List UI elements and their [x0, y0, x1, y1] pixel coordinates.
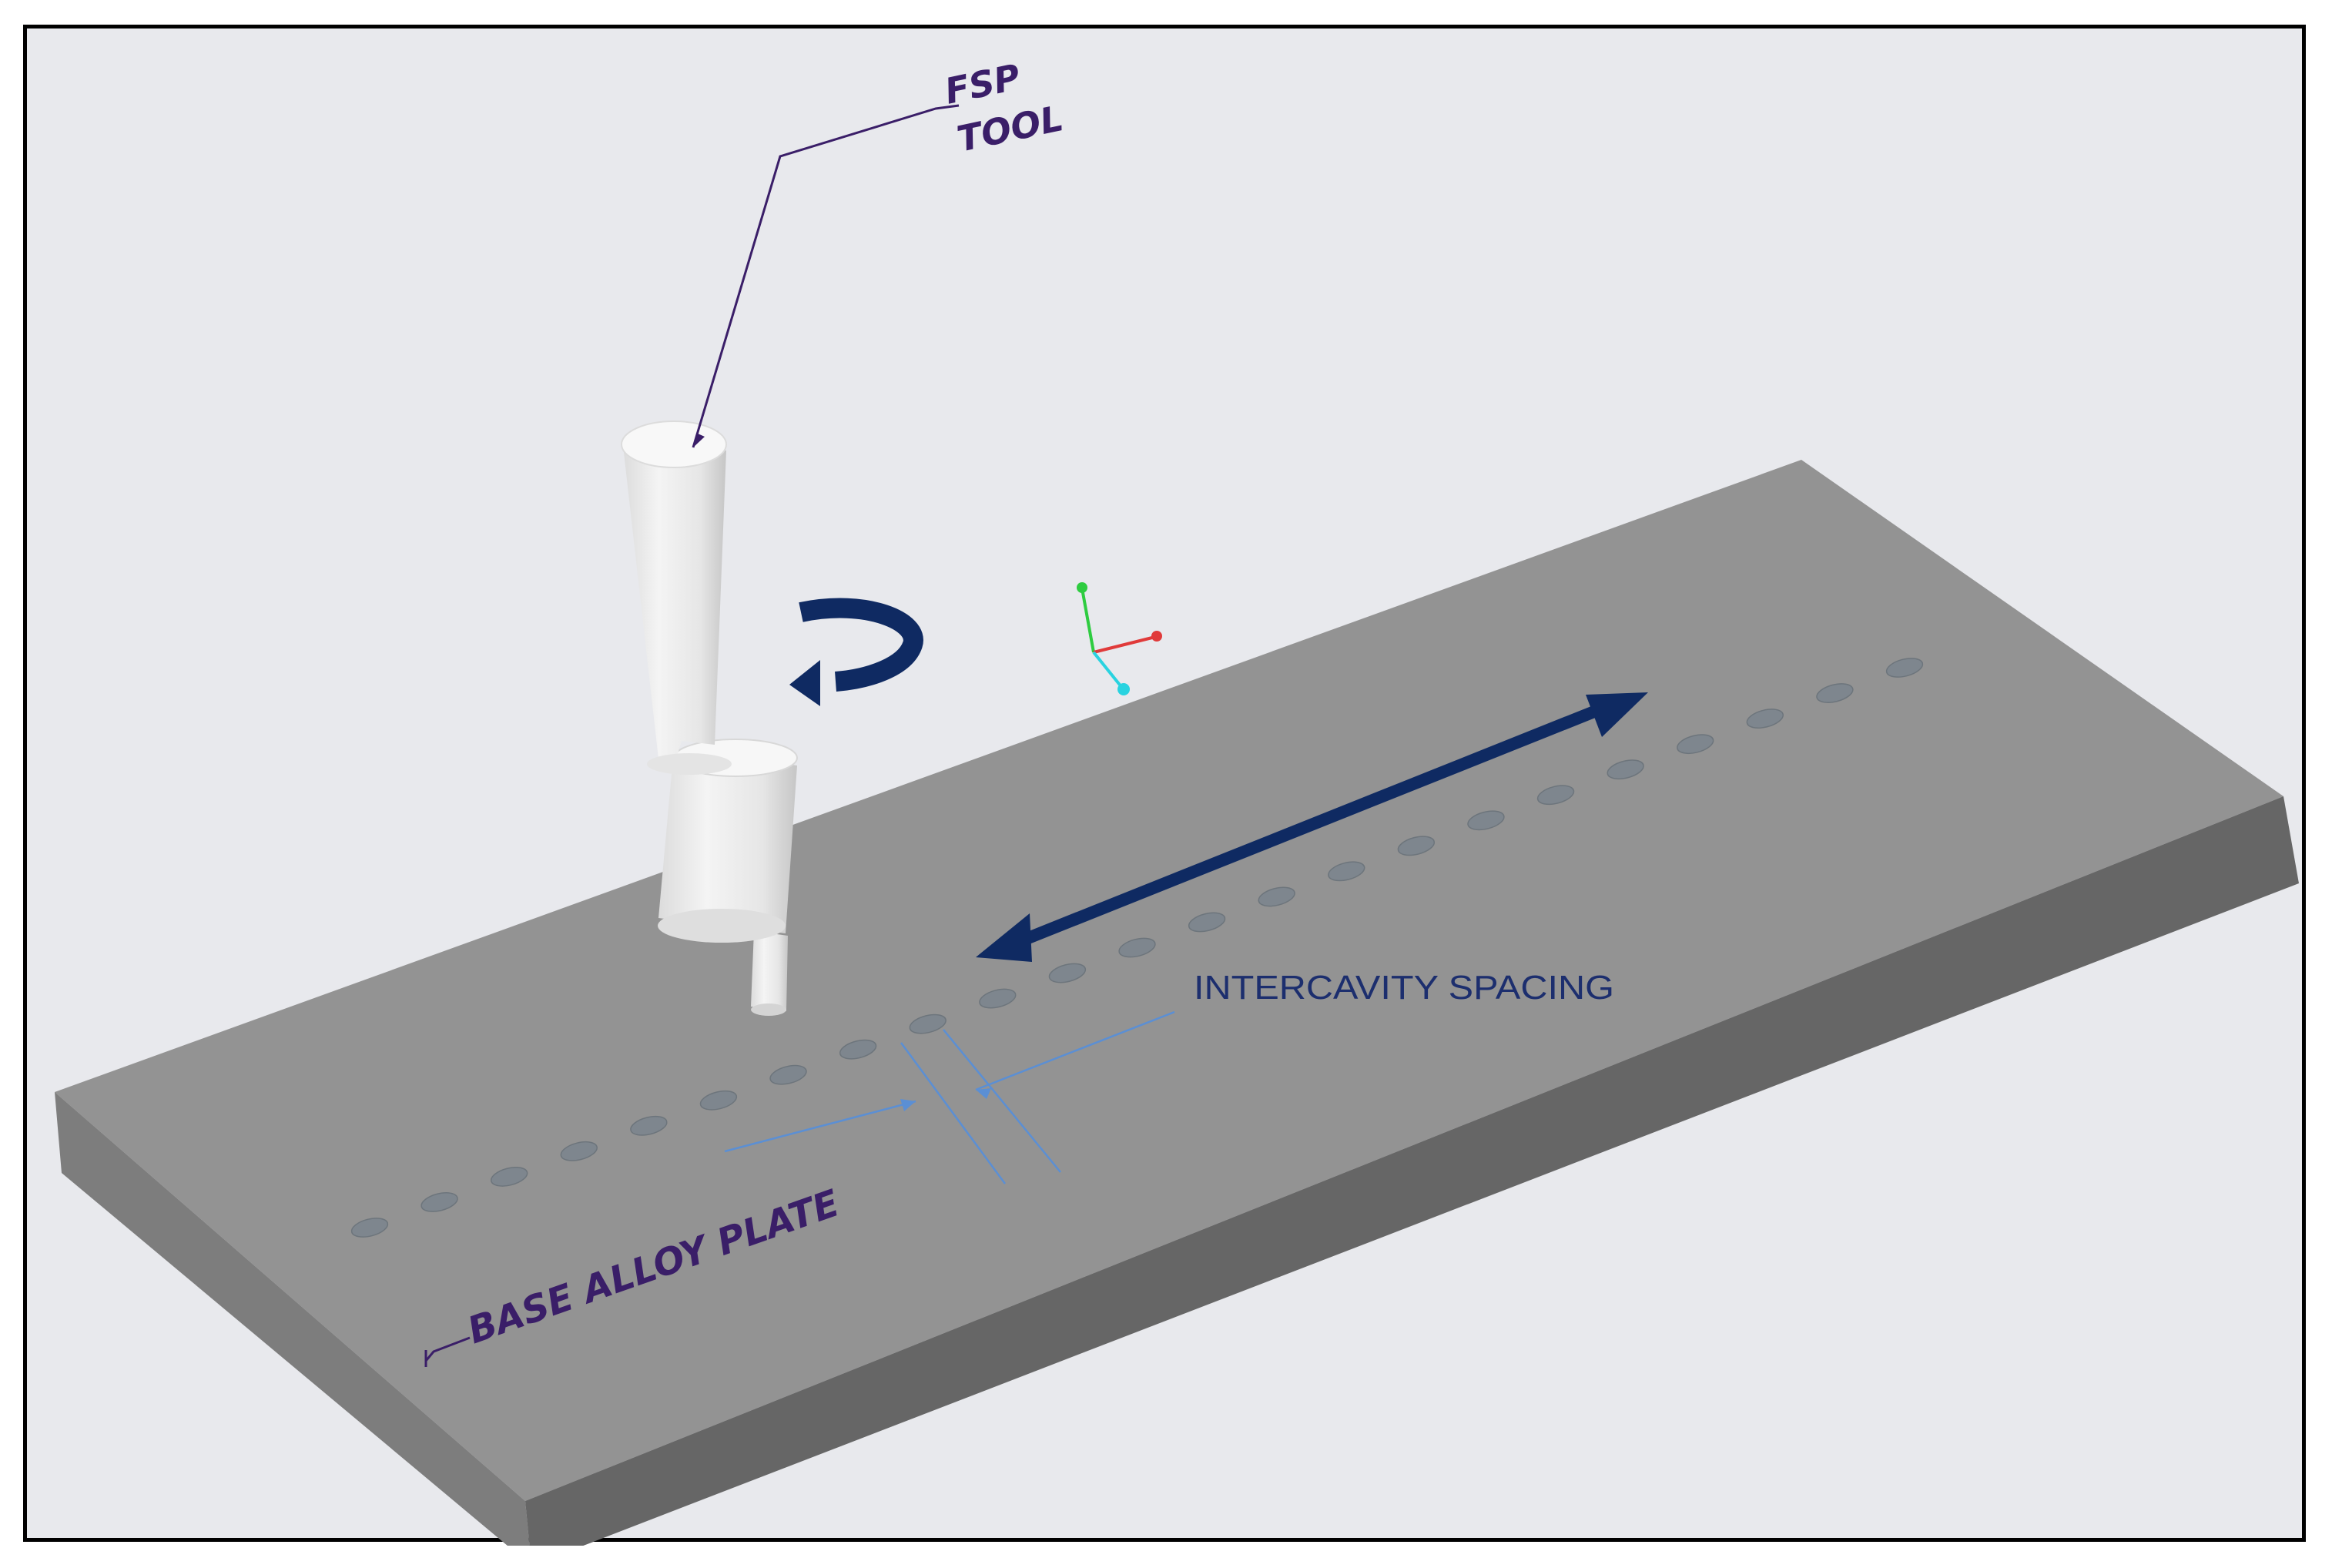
cavity-row — [350, 658, 1924, 1238]
cavity — [420, 1192, 458, 1212]
cavity — [560, 1141, 598, 1161]
cavity — [1536, 785, 1575, 806]
rotation-arrow-icon — [789, 598, 923, 706]
cavity — [1467, 810, 1505, 831]
cavity — [1816, 683, 1854, 703]
cavity — [1677, 734, 1714, 755]
cavity — [490, 1167, 528, 1187]
cavity — [1188, 912, 1226, 933]
plate-right-face — [525, 796, 2299, 1546]
intercavity-dimension: INTERCAVITY SPACING — [724, 969, 1614, 1184]
fsp-tool — [621, 420, 798, 1016]
cavity — [699, 1090, 738, 1111]
cavity — [1607, 759, 1644, 780]
fsp-tool-label-line1: FSP — [941, 55, 1024, 112]
double-headed-arrow-icon — [976, 692, 1648, 962]
fsp-diagram: FSP TOOL INTERCAVITY SPACING BASE ALLOY … — [55, 55, 2299, 1546]
intercavity-spacing-label: INTERCAVITY SPACING — [1194, 969, 1614, 1007]
plate-front-face — [55, 1092, 530, 1546]
cavity — [839, 1039, 877, 1060]
cavity — [1746, 709, 1784, 729]
plate-top-face — [55, 460, 2283, 1501]
diagram-frame: FSP TOOL INTERCAVITY SPACING BASE ALLOY … — [23, 25, 2306, 1546]
cavity — [769, 1064, 807, 1085]
base-alloy-plate — [55, 460, 2299, 1546]
cavity — [1258, 886, 1295, 907]
coordinate-triad-icon — [1077, 582, 1162, 695]
cavity — [1397, 836, 1436, 856]
cavity — [1118, 937, 1156, 958]
cavity — [630, 1115, 668, 1136]
cavity — [909, 1014, 947, 1034]
cavity — [1328, 861, 1365, 882]
cavity — [1885, 658, 1924, 678]
cavity — [1048, 963, 1087, 983]
cavity — [979, 988, 1017, 1009]
fsp-tool-callout: FSP TOOL — [692, 55, 1067, 448]
cavity — [350, 1218, 389, 1238]
